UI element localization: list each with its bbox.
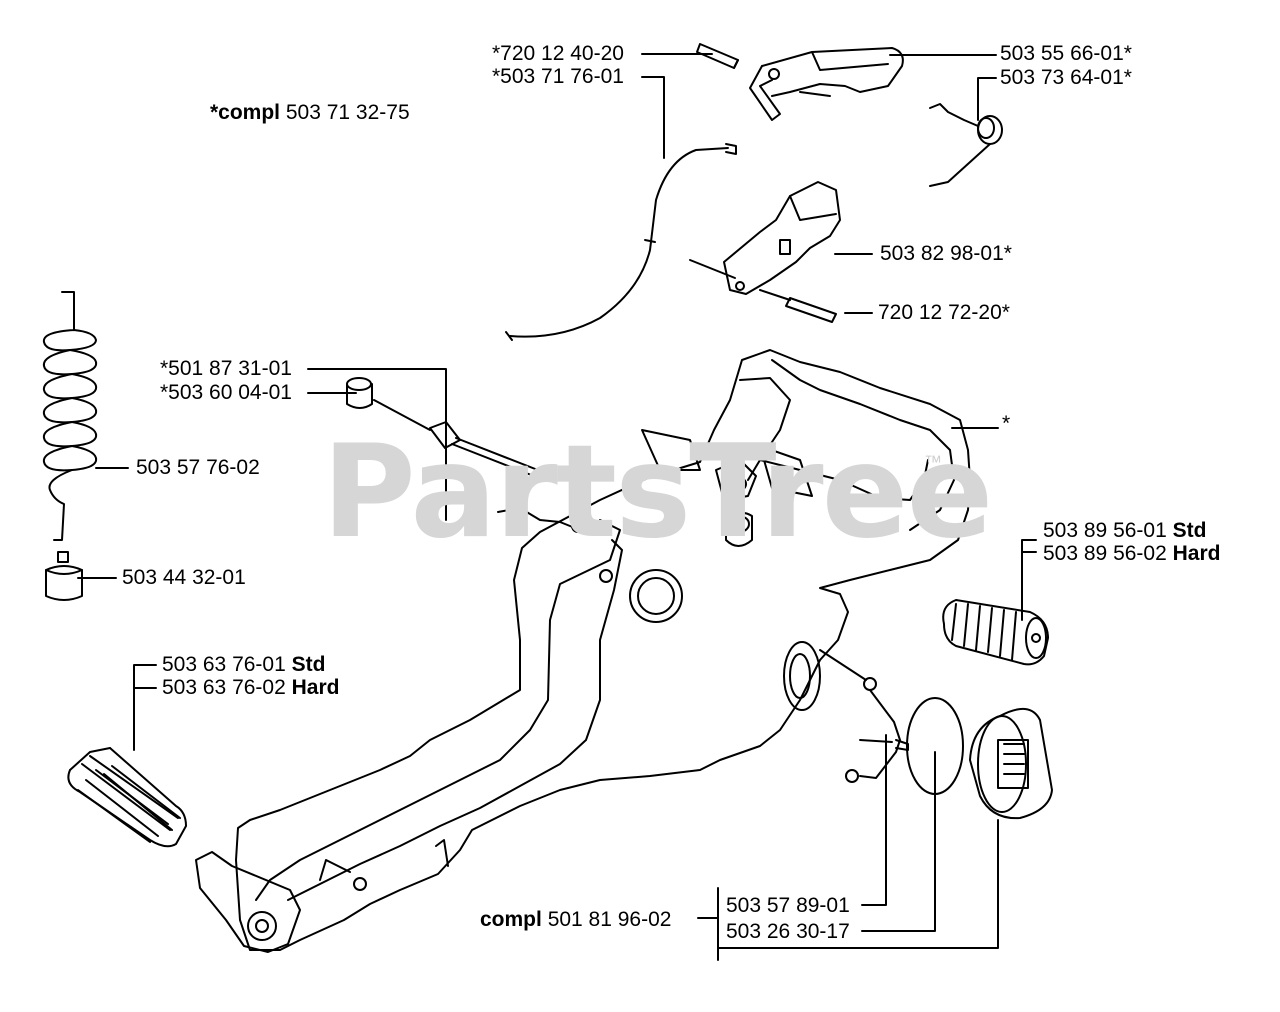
lockout-pin	[759, 289, 837, 323]
label-av-left-std[interactable]: 503 63 76-01 Std	[162, 653, 325, 677]
label-trigger-spring[interactable]: 503 73 64-01*	[1000, 66, 1132, 89]
tank-vent	[819, 649, 909, 783]
label-compl-bottom[interactable]: compl 501 81 96-02	[480, 908, 671, 932]
av-spring-left	[67, 747, 187, 848]
watermark: PartsTree	[322, 418, 993, 567]
trigger-spring	[929, 103, 1003, 187]
label-throttle-trigger[interactable]: 503 55 66-01*	[1000, 42, 1132, 65]
fuel-hose	[42, 291, 98, 541]
av-right-std-grade: Std	[1172, 519, 1207, 542]
label-av-right-std[interactable]: 503 89 56-01 Std	[1043, 519, 1206, 543]
label-throttle-cable[interactable]: *503 71 76-01	[492, 65, 624, 88]
av-spring-right	[942, 599, 1049, 666]
av-mount-block	[195, 851, 301, 953]
throttle-trigger	[749, 47, 904, 121]
label-throttle-lockout[interactable]: 503 82 98-01*	[880, 242, 1012, 265]
label-o-ring[interactable]: 503 26 30-17	[726, 920, 850, 943]
compl-number: 503 71 32-75	[285, 101, 410, 124]
leader-lines	[77, 53, 1037, 961]
av-right-hard-number: 503 89 56-02	[1043, 542, 1167, 565]
compl-bottom-prefix: compl	[480, 908, 542, 931]
label-av-left-hard[interactable]: 503 63 76-02 Hard	[162, 676, 339, 700]
oil-cap	[969, 708, 1053, 820]
filter-tube	[429, 421, 549, 481]
label-handle-asterisk[interactable]: *	[1002, 412, 1011, 435]
throttle-cable	[505, 143, 737, 341]
o-ring	[906, 697, 964, 795]
av-left-hard-number: 503 63 76-02	[162, 676, 286, 699]
compl-bottom-number: 501 81 96-02	[547, 908, 672, 931]
av-right-hard-grade: Hard	[1172, 542, 1221, 565]
av-left-std-grade: Std	[291, 653, 326, 676]
fuel-filter	[45, 551, 83, 601]
label-compl-top[interactable]: *compl 503 71 32-75	[210, 101, 410, 125]
trademark-symbol: ™	[924, 452, 942, 472]
label-pin-top[interactable]: *720 12 40-20	[492, 42, 624, 65]
label-av-right-hard[interactable]: 503 89 56-02 Hard	[1043, 542, 1220, 566]
av-right-std-number: 503 89 56-01	[1043, 519, 1167, 542]
label-filter-part-a[interactable]: *501 87 31-01	[160, 357, 292, 380]
compl-prefix: *compl	[210, 101, 281, 124]
handle-tank-body	[235, 349, 971, 951]
label-tank-vent[interactable]: 503 57 89-01	[726, 894, 850, 917]
filter-cap	[346, 377, 431, 431]
label-fuel-hose[interactable]: 503 57 76-02	[136, 456, 260, 479]
av-left-hard-grade: Hard	[291, 676, 340, 699]
label-filter-part-b[interactable]: *503 60 04-01	[160, 381, 292, 404]
throttle-lockout	[689, 181, 841, 295]
av-left-std-number: 503 63 76-01	[162, 653, 286, 676]
label-fuel-filter[interactable]: 503 44 32-01	[122, 566, 246, 589]
throttle-pin	[696, 43, 739, 69]
label-lockout-pin[interactable]: 720 12 72-20*	[878, 301, 1010, 324]
